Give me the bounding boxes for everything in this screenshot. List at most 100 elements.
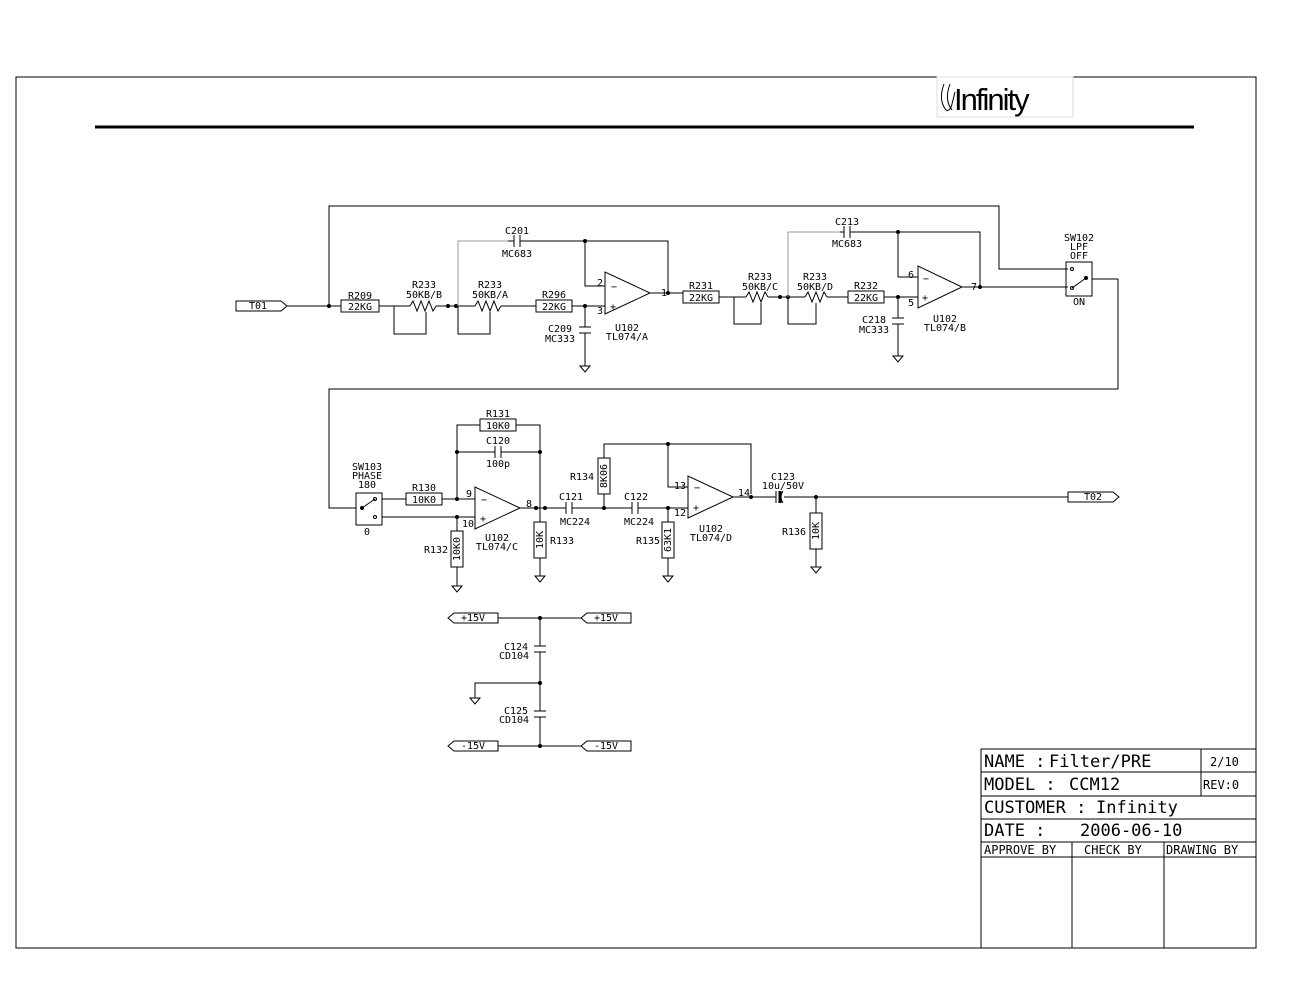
revision: REV:0 (1203, 778, 1239, 792)
c120-capacitor: C120 100p (457, 436, 540, 470)
svg-text:C124: C124 (504, 642, 528, 653)
svg-text:50KB/D: 50KB/D (797, 282, 833, 293)
u102d-opamp: − + 13 12 14 U102 TL074/D (674, 475, 750, 544)
drawing-by-label: DRAWING BY (1166, 843, 1239, 857)
c124-capacitor: C124 CD104 (499, 618, 546, 662)
minus15v-port-left: -15V (447, 740, 499, 752)
svg-text:R233: R233 (803, 272, 827, 283)
t02-port: T02 (1067, 491, 1120, 503)
svg-text:SW102: SW102 (1064, 233, 1094, 244)
svg-text:+15V: +15V (594, 613, 618, 624)
svg-text:100p: 100p (486, 459, 510, 470)
svg-text:R233: R233 (412, 280, 436, 291)
r132-resistor: R132 10K0 (424, 517, 464, 593)
model-value: CCM12 (1069, 775, 1120, 795)
svg-text:+15V: +15V (461, 613, 485, 624)
svg-text:MC333: MC333 (545, 334, 575, 345)
sw103-switch: SW103 PHASE 180 0 (352, 462, 383, 538)
svg-text:6: 6 (908, 270, 914, 281)
svg-text:C213: C213 (835, 217, 859, 228)
svg-text:C218: C218 (862, 315, 886, 326)
svg-text:R233: R233 (478, 280, 502, 291)
u102b-opamp: − + 6 5 7 U102 TL074/B (908, 265, 977, 334)
svg-text:R233: R233 (748, 272, 772, 283)
svg-text:180: 180 (358, 480, 376, 491)
infinity-logo: Infinity (936, 76, 1074, 118)
u102c-opamp: − + 9 10 8 U102 TL074/C (462, 486, 532, 553)
svg-text:8K06: 8K06 (599, 464, 610, 488)
svg-text:SW103: SW103 (352, 462, 382, 473)
svg-text:R130: R130 (412, 483, 436, 494)
svg-text:TL074/B: TL074/B (924, 323, 966, 334)
minus15v-port-right: -15V (580, 740, 632, 752)
svg-text:U102: U102 (485, 533, 509, 544)
drawing-frame (15, 76, 1257, 949)
svg-text:-15V: -15V (594, 741, 618, 752)
name-value: Filter/PRE (1049, 752, 1151, 772)
svg-text:2: 2 (597, 278, 603, 289)
svg-text:12: 12 (674, 508, 686, 519)
svg-text:R131: R131 (486, 409, 510, 420)
svg-text:C120: C120 (486, 436, 510, 447)
r233b-pot: R233 50KB/B (406, 280, 442, 313)
svg-text:MC683: MC683 (502, 249, 532, 260)
svg-text:R232: R232 (854, 281, 878, 292)
svg-text:5: 5 (908, 298, 914, 309)
r231-resistor: R231 22KG (682, 281, 720, 304)
svg-text:Infinity: Infinity (954, 82, 1030, 117)
plus15v-port-right: +15V (580, 612, 632, 624)
approve-by-label: APPROVE BY (984, 843, 1057, 857)
svg-text:10K: 10K (811, 522, 822, 540)
svg-text:50KB/C: 50KB/C (742, 282, 778, 293)
c123-capacitor: C123 10u/50V (762, 472, 804, 504)
svg-text:10: 10 (462, 519, 474, 530)
svg-text:C121: C121 (559, 492, 583, 503)
check-by-label: CHECK BY (1084, 843, 1143, 857)
svg-text:PHASE: PHASE (352, 471, 382, 482)
date-value: 2006-06-10 (1080, 821, 1182, 841)
svg-text:C209: C209 (548, 324, 572, 335)
c201-capacitor: C201 MC683 (502, 226, 532, 260)
svg-text:22KG: 22KG (689, 293, 713, 304)
svg-text:TL074/C: TL074/C (476, 542, 518, 553)
svg-text:MC333: MC333 (859, 325, 889, 336)
svg-text:10K0: 10K0 (412, 495, 436, 506)
svg-text:−: − (611, 282, 617, 293)
svg-text:TL074/A: TL074/A (606, 332, 648, 343)
svg-text:10u/50V: 10u/50V (762, 481, 804, 492)
customer-value: Infinity (1096, 798, 1178, 818)
svg-text:50KB/B: 50KB/B (406, 290, 442, 301)
svg-text:10K: 10K (535, 531, 546, 549)
svg-text:U102: U102 (615, 323, 639, 334)
svg-text:LPF: LPF (1070, 242, 1088, 253)
svg-text:R209: R209 (348, 291, 372, 302)
r233c-pot: R233 50KB/C (742, 272, 778, 304)
svg-text:22KG: 22KG (854, 293, 878, 304)
svg-text:T01: T01 (249, 301, 267, 312)
ground-wire (474, 682, 540, 698)
r233a-pot: R233 50KB/A (472, 280, 508, 313)
model-label: MODEL : (984, 775, 1056, 795)
r232-resistor: R232 22KG (847, 281, 885, 304)
svg-text:−: − (694, 483, 700, 494)
svg-text:R296: R296 (542, 290, 566, 301)
plus15v-port-left: +15V (447, 612, 499, 624)
r133-resistor: R133 10K (533, 508, 574, 583)
c122-capacitor: C122 MC224 (624, 492, 654, 528)
c121-capacitor: C121 MC224 (559, 492, 590, 528)
r130-resistor: R130 10K0 (405, 483, 443, 506)
svg-text:C201: C201 (505, 226, 529, 237)
svg-text:MC224: MC224 (560, 517, 590, 528)
svg-text:-15V: -15V (461, 741, 485, 752)
sheet-number: 2/10 (1210, 755, 1239, 769)
svg-text:−: − (481, 495, 487, 506)
svg-text:ON: ON (1073, 297, 1085, 308)
svg-text:C125: C125 (504, 706, 528, 717)
svg-text:R132: R132 (424, 545, 448, 556)
r296-resistor: R296 22KG (535, 290, 573, 313)
svg-text:22KG: 22KG (542, 302, 566, 313)
r233d-pot: R233 50KB/D (797, 272, 833, 304)
svg-text:14: 14 (738, 488, 750, 499)
bypass-wire (328, 205, 1068, 306)
